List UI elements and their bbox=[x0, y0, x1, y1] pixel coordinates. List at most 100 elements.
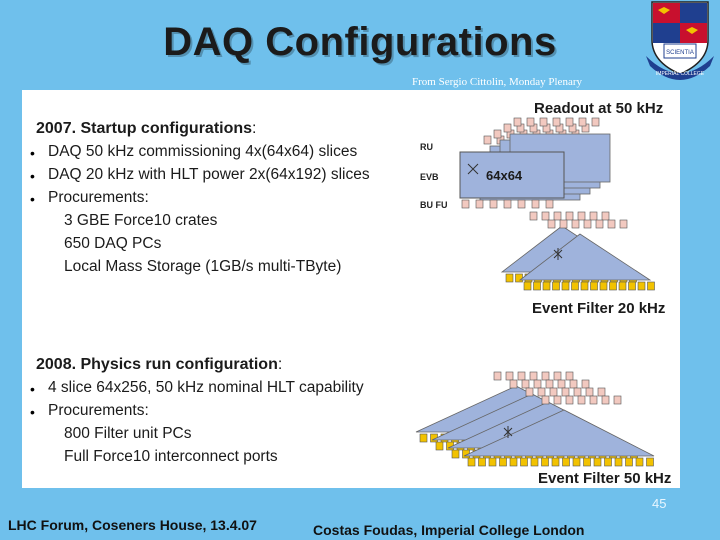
bullet-dot: • bbox=[30, 145, 35, 161]
daq-diagram-graphic bbox=[415, 117, 655, 467]
filter-switch-icon bbox=[553, 248, 563, 260]
section-2007-bullet: DAQ 50 kHz commissioning 4x(64x64) slice… bbox=[48, 143, 358, 160]
filter50-top-node bbox=[565, 371, 574, 381]
section-2008-subitem: 800 Filter unit PCs bbox=[64, 425, 192, 442]
filter50-unit-node bbox=[478, 457, 486, 467]
bufu-node bbox=[531, 199, 540, 209]
filter50-unit-node bbox=[509, 457, 518, 467]
filter50-unit-node bbox=[530, 457, 539, 467]
filter-top-node bbox=[601, 211, 610, 221]
filter50-unit-node bbox=[467, 457, 476, 467]
source-note: From Sergio Cittolin, Monday Plenary bbox=[412, 76, 582, 88]
filter50-top-node bbox=[589, 395, 598, 405]
filter-unit-node bbox=[505, 273, 514, 283]
filter-top-node bbox=[619, 219, 628, 229]
filter-unit-node bbox=[523, 281, 532, 291]
bullet-dot: • bbox=[30, 404, 35, 420]
filter-top-node bbox=[583, 219, 592, 229]
filter50-top-node bbox=[541, 371, 550, 381]
readout-node bbox=[503, 123, 512, 133]
section-2007-bullet: DAQ 20 kHz with HLT power 2x(64x192) sli… bbox=[48, 166, 370, 183]
filter50-unit-node bbox=[551, 457, 560, 467]
readout-label: Readout at 50 kHz bbox=[534, 100, 664, 117]
crest-motto: SCIENTIA bbox=[666, 50, 694, 56]
filter-unit-node bbox=[599, 281, 608, 291]
bufu-node bbox=[475, 199, 484, 209]
filter50-top-node bbox=[553, 371, 562, 381]
filter-unit-node bbox=[552, 281, 560, 291]
filter-top-node bbox=[541, 211, 550, 221]
section-2008-subitem: Full Force10 interconnect ports bbox=[64, 448, 278, 465]
switch-box bbox=[459, 151, 565, 199]
page-number: 45 bbox=[652, 496, 667, 511]
ru-label: RU bbox=[420, 142, 433, 152]
daq-diagram: Readout at 50 kHz RU EVB BU FU 64x64 Eve… bbox=[402, 90, 680, 488]
filter-unit-node bbox=[571, 281, 579, 291]
filter-top-node bbox=[565, 211, 574, 221]
switch-cross-icon bbox=[467, 163, 479, 175]
filter50-unit-node bbox=[419, 433, 428, 443]
filter-unit-node bbox=[515, 273, 523, 283]
filter-top-node bbox=[547, 219, 556, 229]
readout-node bbox=[513, 117, 522, 127]
filter50-unit-node bbox=[646, 457, 654, 467]
filter50-top-node bbox=[557, 379, 566, 389]
filter50-unit-node bbox=[520, 457, 528, 467]
filter-top-node bbox=[529, 211, 538, 221]
readout-node bbox=[591, 117, 600, 127]
filter50-switch-icon bbox=[503, 426, 513, 438]
evb-label: EVB bbox=[420, 172, 439, 182]
filter50-top-node bbox=[493, 371, 502, 381]
section-2007-bullet: Procurements: bbox=[48, 189, 149, 206]
bullet-dot: • bbox=[30, 381, 35, 397]
filter50-unit-node bbox=[614, 457, 623, 467]
section-2007-heading: 2007. Startup configurations: bbox=[36, 120, 257, 137]
filter50-top-node bbox=[553, 395, 562, 405]
college-crest-icon: SCIENTIA IMPERIAL COLLEGE bbox=[646, 1, 714, 80]
bufu-node bbox=[545, 199, 554, 209]
filter-unit-node bbox=[647, 281, 655, 291]
filter50-top-node bbox=[517, 371, 526, 381]
filter50-triangle bbox=[463, 409, 655, 457]
filter50-unit-node bbox=[451, 449, 460, 459]
filter50-unit-node bbox=[593, 457, 602, 467]
section-2007-subitem: Local Mass Storage (1GB/s multi-TByte) bbox=[64, 258, 342, 275]
filter-unit-node bbox=[590, 281, 598, 291]
filter50-top-node bbox=[597, 387, 606, 397]
filter50-top-node bbox=[577, 395, 586, 405]
filter-top-node bbox=[589, 211, 598, 221]
filter50-top-node bbox=[565, 395, 574, 405]
filter50-top-node bbox=[537, 387, 546, 397]
filter50-unit-node bbox=[488, 457, 497, 467]
filter50-top-node bbox=[545, 379, 554, 389]
footer-event: LHC Forum, Coseners House, 13.4.07 bbox=[8, 517, 257, 533]
event-filter-20-label: Event Filter 20 kHz bbox=[532, 300, 666, 317]
filter50-unit-node bbox=[435, 441, 444, 451]
filter50-top-node bbox=[581, 379, 590, 389]
section-2007-subitem: 3 GBE Force10 crates bbox=[64, 212, 218, 229]
filter-top-node bbox=[553, 211, 562, 221]
bullet-dot: • bbox=[30, 168, 35, 184]
filter50-unit-node bbox=[625, 457, 633, 467]
filter50-top-node bbox=[613, 395, 622, 405]
filter50-top-node bbox=[533, 379, 542, 389]
filter-top-node bbox=[577, 211, 586, 221]
switch-label: 64x64 bbox=[486, 168, 523, 183]
filter-unit-node bbox=[628, 281, 636, 291]
filter50-top-node bbox=[561, 387, 570, 397]
readout-node bbox=[539, 117, 548, 127]
filter50-top-node bbox=[529, 371, 538, 381]
filter50-top-node bbox=[505, 371, 514, 381]
event-filter-50-label: Event Filter 50 kHz bbox=[538, 470, 672, 487]
bufu-node bbox=[489, 199, 498, 209]
bufu-label: BU FU bbox=[420, 200, 448, 210]
filter50-top-node bbox=[521, 379, 530, 389]
filter50-unit-node bbox=[604, 457, 612, 467]
filter50-unit-node bbox=[583, 457, 591, 467]
section-2008-heading: 2008. Physics run configuration: bbox=[36, 356, 283, 373]
filter50-top-node bbox=[573, 387, 582, 397]
filter50-unit-node bbox=[562, 457, 570, 467]
readout-node bbox=[483, 135, 492, 145]
filter50-top-node bbox=[509, 379, 518, 389]
filter-unit-node bbox=[580, 281, 589, 291]
